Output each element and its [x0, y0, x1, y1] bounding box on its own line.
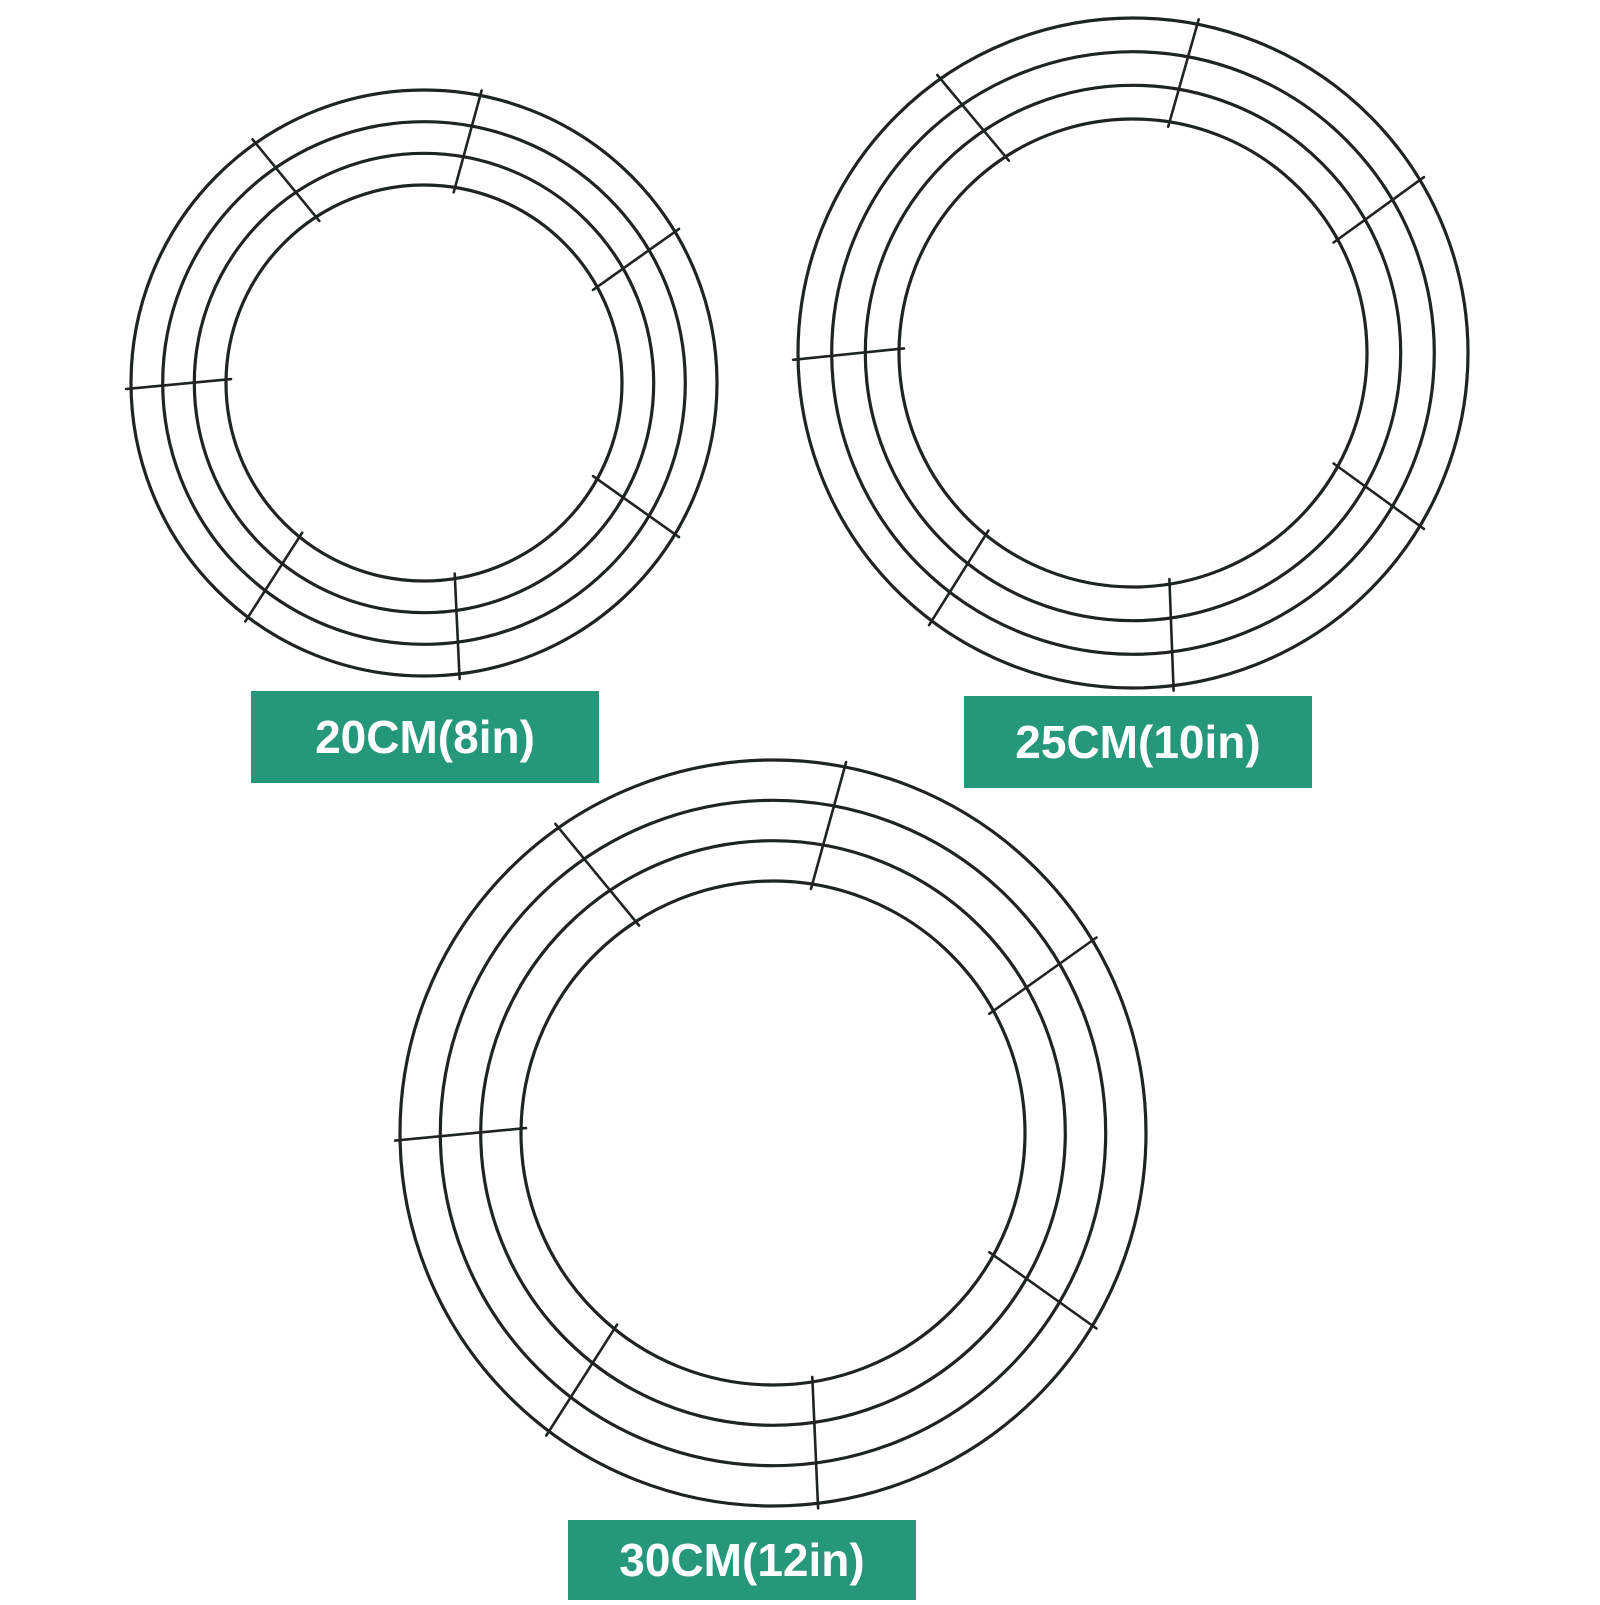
wire-ring [192, 151, 656, 615]
wire-strut [244, 531, 304, 623]
wire-strut [927, 529, 990, 627]
wire-ring [438, 798, 1108, 1468]
size-label-text: 25CM(10in) [1015, 716, 1261, 768]
wire-strut [1166, 18, 1200, 128]
wire-strut [791, 347, 906, 362]
wreath-frame-small [124, 88, 719, 681]
wire-ring [479, 839, 1067, 1427]
wire-ring [224, 183, 624, 583]
wire-strut [124, 377, 233, 391]
wire-strut [453, 572, 461, 681]
wire-ring [830, 50, 1436, 656]
wire-strut [1332, 175, 1426, 244]
wire-ring [161, 120, 687, 646]
wire-ring [897, 117, 1369, 589]
size-label-small: 20CM(8in) [251, 691, 599, 783]
wire-strut [251, 138, 321, 223]
wire-strut [935, 73, 1011, 162]
wire-strut [1332, 462, 1426, 531]
wire-strut [393, 1126, 528, 1142]
wire-ring [129, 88, 719, 678]
wire-strut [810, 1375, 820, 1510]
size-label-text: 20CM(8in) [315, 711, 535, 763]
wire-strut [452, 89, 483, 194]
wire-ring [519, 879, 1027, 1387]
wire-ring [398, 758, 1148, 1508]
wreath-frame-medium [791, 16, 1470, 692]
size-label-text: 30CM(12in) [619, 1534, 865, 1586]
size-label-medium: 25CM(10in) [964, 696, 1312, 788]
wire-ring [863, 83, 1403, 623]
wire-strut [1168, 577, 1175, 692]
size-label-large: 30CM(12in) [568, 1520, 916, 1600]
wire-strut [987, 936, 1098, 1016]
wire-strut [591, 474, 681, 539]
wire-strut [554, 822, 641, 927]
wire-ring [796, 16, 1470, 690]
wreath-frame-large [393, 758, 1148, 1510]
wire-strut [544, 1323, 619, 1437]
wire-strut [809, 760, 848, 891]
wire-strut [987, 1250, 1098, 1330]
wire-strut [591, 227, 681, 292]
